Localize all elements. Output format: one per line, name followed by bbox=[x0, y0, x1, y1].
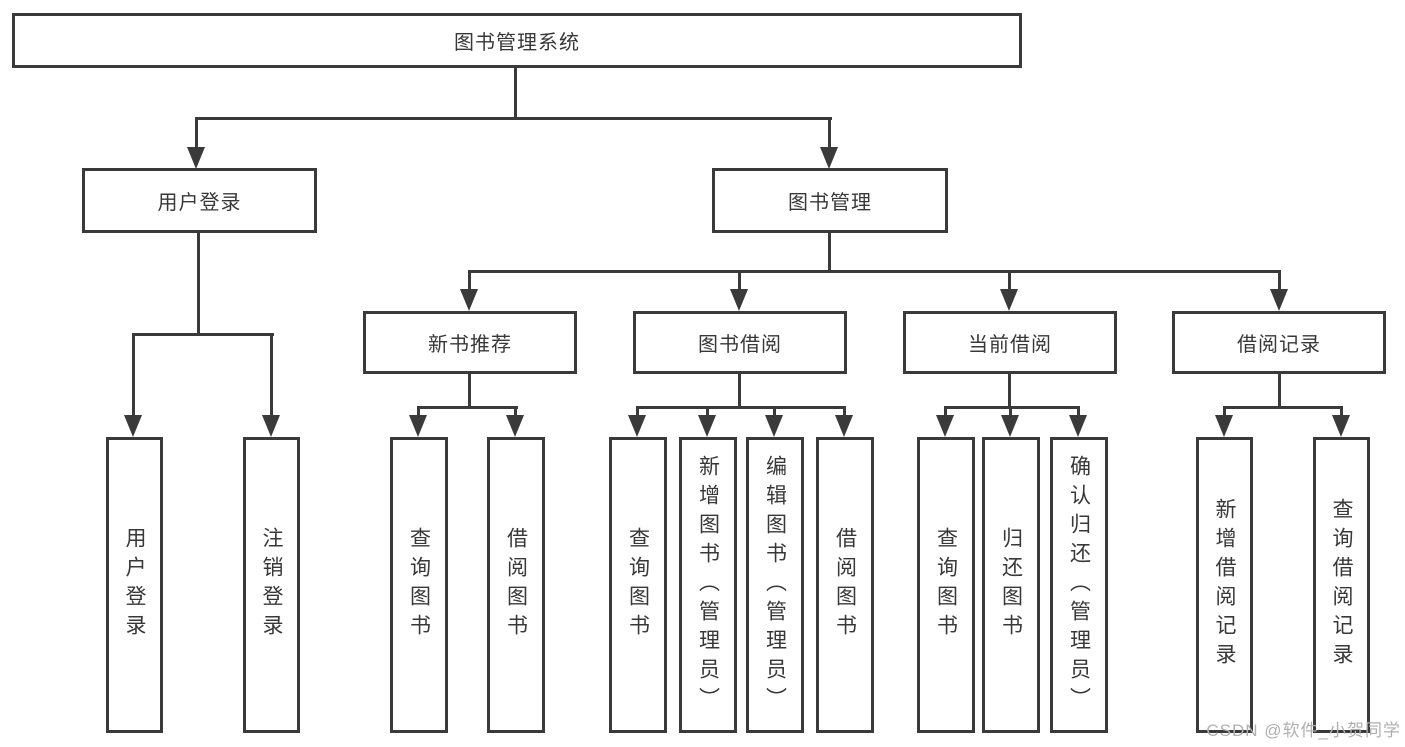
node-book-borrow: 图书借阅 bbox=[633, 311, 847, 374]
connector-line bbox=[944, 406, 947, 418]
connector-line bbox=[843, 406, 846, 418]
arrow-down-icon bbox=[936, 415, 954, 437]
root-node: 图书管理系统 bbox=[12, 13, 1022, 68]
connector-line bbox=[738, 372, 741, 409]
arrow-down-icon bbox=[765, 415, 783, 437]
node-book-management: 图书管理 bbox=[712, 168, 948, 233]
arrow-down-icon bbox=[1332, 415, 1350, 437]
leaf-node-query-borrow-record: 查询借阅记录 bbox=[1313, 437, 1370, 733]
connector-line bbox=[828, 231, 831, 273]
connector-line bbox=[1278, 372, 1281, 409]
connector-line bbox=[1009, 406, 1012, 418]
leaf-node-add-borrow-record: 新增借阅记录 bbox=[1196, 437, 1253, 733]
arrow-down-icon bbox=[1215, 415, 1233, 437]
connector-line bbox=[514, 406, 517, 418]
leaf-node-add-book-admin: 新增图书（管理员） bbox=[679, 437, 737, 733]
leaf-node-query-books-current: 查询图书 bbox=[917, 437, 975, 733]
arrow-down-icon bbox=[409, 415, 427, 437]
connector-line bbox=[636, 406, 846, 409]
connector-line bbox=[514, 66, 517, 119]
connector-line bbox=[1008, 270, 1011, 292]
arrow-down-icon bbox=[124, 415, 142, 437]
connector-line bbox=[1008, 372, 1011, 409]
connector-line bbox=[132, 333, 274, 336]
connector-line bbox=[1223, 406, 1343, 409]
connector-line bbox=[1278, 270, 1281, 292]
leaf-node-query-books-recommend: 查询图书 bbox=[390, 437, 448, 733]
connector-line bbox=[270, 333, 273, 417]
connector-line bbox=[132, 333, 135, 417]
arrow-down-icon bbox=[730, 289, 748, 311]
connector-line bbox=[773, 406, 776, 418]
leaf-node-borrow-books-recommend: 借阅图书 bbox=[487, 437, 545, 733]
node-new-book-recommend: 新书推荐 bbox=[363, 311, 577, 374]
arrow-down-icon bbox=[628, 415, 646, 437]
arrow-down-icon bbox=[1270, 289, 1288, 311]
connector-line bbox=[468, 270, 1281, 273]
leaf-node-borrow-books: 借阅图书 bbox=[816, 437, 874, 733]
watermark: CSDN @软件_小贺同学 bbox=[1206, 721, 1401, 740]
leaf-node-return-books: 归还图书 bbox=[982, 437, 1040, 733]
connector-line bbox=[195, 117, 198, 149]
connector-line bbox=[706, 406, 709, 418]
arrow-down-icon bbox=[1069, 415, 1087, 437]
connector-line bbox=[1223, 406, 1226, 418]
connector-line bbox=[738, 270, 741, 292]
connector-line bbox=[1340, 406, 1343, 418]
leaf-node-confirm-return-admin: 确认归还（管理员） bbox=[1050, 437, 1108, 733]
leaf-node-query-books-borrow: 查询图书 bbox=[609, 437, 667, 733]
arrow-down-icon bbox=[460, 289, 478, 311]
node-current-borrow: 当前借阅 bbox=[903, 311, 1117, 374]
connector-line bbox=[468, 372, 471, 409]
connector-line bbox=[195, 117, 832, 120]
connector-line bbox=[1077, 406, 1080, 418]
node-user-login: 用户登录 bbox=[82, 168, 317, 233]
connector-line bbox=[944, 406, 1080, 409]
connector-line bbox=[828, 117, 831, 149]
leaf-node-user-login: 用户登录 bbox=[106, 437, 163, 733]
leaf-node-logout: 注销登录 bbox=[243, 437, 300, 733]
arrow-down-icon bbox=[262, 415, 280, 437]
connector-line bbox=[636, 406, 639, 418]
node-borrow-records: 借阅记录 bbox=[1172, 311, 1386, 374]
connector-line bbox=[417, 406, 518, 409]
connector-line bbox=[197, 231, 200, 336]
arrow-down-icon bbox=[1001, 415, 1019, 437]
arrow-down-icon bbox=[1000, 289, 1018, 311]
arrow-down-icon bbox=[820, 147, 838, 169]
arrow-down-icon bbox=[698, 415, 716, 437]
arrow-down-icon bbox=[506, 415, 524, 437]
arrow-down-icon bbox=[835, 415, 853, 437]
arrow-down-icon bbox=[187, 147, 205, 169]
leaf-node-edit-book-admin: 编辑图书（管理员） bbox=[746, 437, 804, 733]
connector-line bbox=[417, 406, 420, 418]
connector-line bbox=[468, 270, 471, 292]
